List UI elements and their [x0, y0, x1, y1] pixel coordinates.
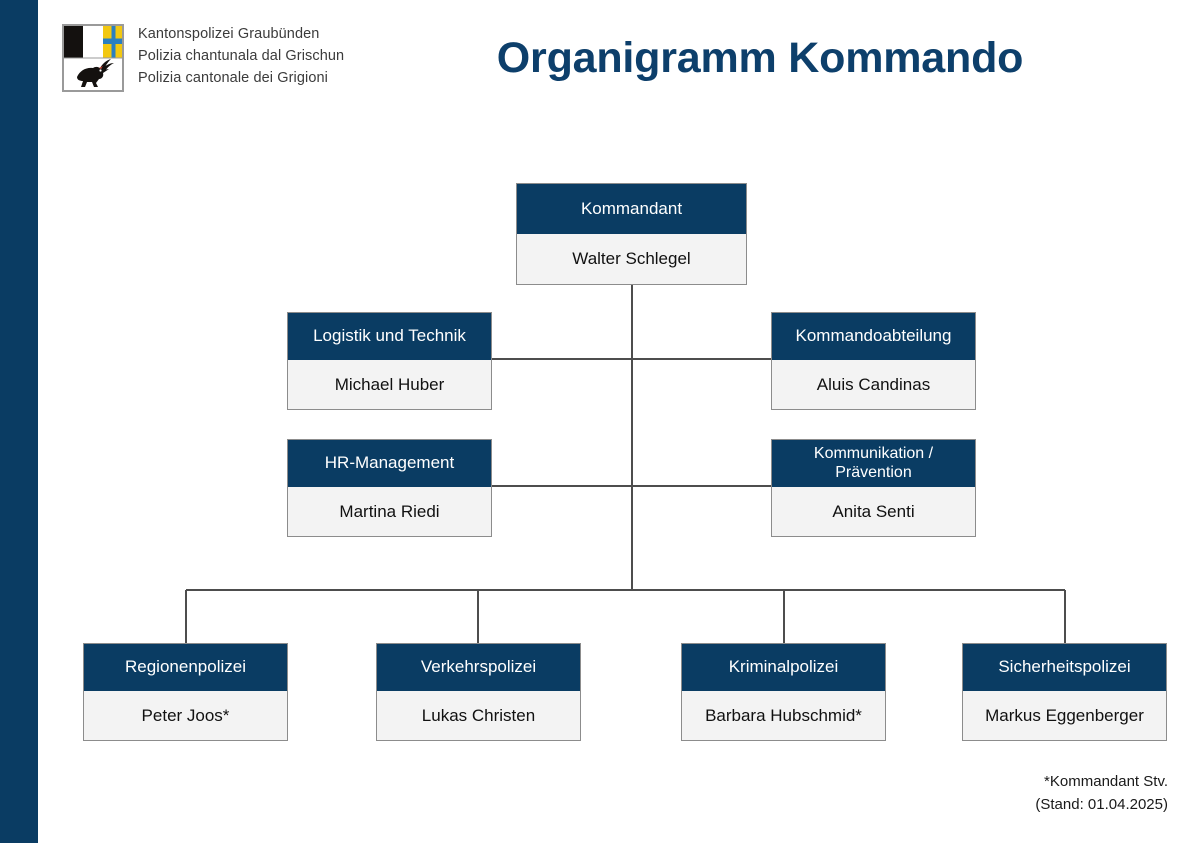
org-node-person: Michael Huber	[288, 360, 491, 409]
org-node-kommunikation-praevention[interactable]: Kommunikation / Prävention Anita Senti	[771, 439, 976, 537]
graubuenden-coat-of-arms-icon	[62, 24, 124, 92]
organization-logo: Kantonspolizei Graubünden Polizia chantu…	[62, 24, 344, 92]
footnote-date: (Stand: 01.04.2025)	[1035, 795, 1168, 813]
footnote-deputy: *Kommandant Stv.	[1044, 772, 1168, 790]
org-node-kommandoabteilung[interactable]: Kommandoabteilung Aluis Candinas	[771, 312, 976, 410]
org-node-person: Barbara Hubschmid*	[682, 691, 885, 740]
org-node-regionenpolizei[interactable]: Regionenpolizei Peter Joos*	[83, 643, 288, 741]
org-node-person: Anita Senti	[772, 487, 975, 536]
org-node-person: Aluis Candinas	[772, 360, 975, 409]
page-title: Organigramm Kommando	[496, 34, 1024, 82]
org-node-role: Regionenpolizei	[84, 644, 287, 691]
org-node-role: Verkehrspolizei	[377, 644, 580, 691]
footnote-block: *Kommandant Stv. (Stand: 01.04.2025)	[1035, 770, 1168, 817]
org-node-kriminalpolizei[interactable]: Kriminalpolizei Barbara Hubschmid*	[681, 643, 886, 741]
org-node-hr-management[interactable]: HR-Management Martina Riedi	[287, 439, 492, 537]
org-node-sicherheitspolizei[interactable]: Sicherheitspolizei Markus Eggenberger	[962, 643, 1167, 741]
org-node-person: Walter Schlegel	[517, 234, 746, 284]
logo-line-rm: Polizia chantunala dal Grischun	[138, 48, 345, 65]
org-node-role: Kriminalpolizei	[682, 644, 885, 691]
org-node-person: Peter Joos*	[84, 691, 287, 740]
org-node-kommandant[interactable]: Kommandant Walter Schlegel	[516, 183, 747, 285]
org-node-person: Lukas Christen	[377, 691, 580, 740]
org-node-role: Sicherheitspolizei	[963, 644, 1166, 691]
org-node-logistik-und-technik[interactable]: Logistik und Technik Michael Huber	[287, 312, 492, 410]
org-node-role: Kommunikation / Prävention	[772, 440, 975, 487]
org-node-verkehrspolizei[interactable]: Verkehrspolizei Lukas Christen	[376, 643, 581, 741]
logo-line-it: Polizia cantonale dei Grigioni	[138, 70, 328, 87]
org-node-role: Logistik und Technik	[288, 313, 491, 360]
org-node-role: Kommandoabteilung	[772, 313, 975, 360]
org-node-person: Markus Eggenberger	[963, 691, 1166, 740]
org-node-role: HR-Management	[288, 440, 491, 487]
organization-name-lines: Kantonspolizei Graubünden Polizia chantu…	[138, 24, 344, 87]
org-node-person: Martina Riedi	[288, 487, 491, 536]
org-node-role: Kommandant	[517, 184, 746, 234]
left-accent-bar	[0, 0, 38, 843]
logo-line-de: Kantonspolizei Graubünden	[138, 26, 320, 42]
